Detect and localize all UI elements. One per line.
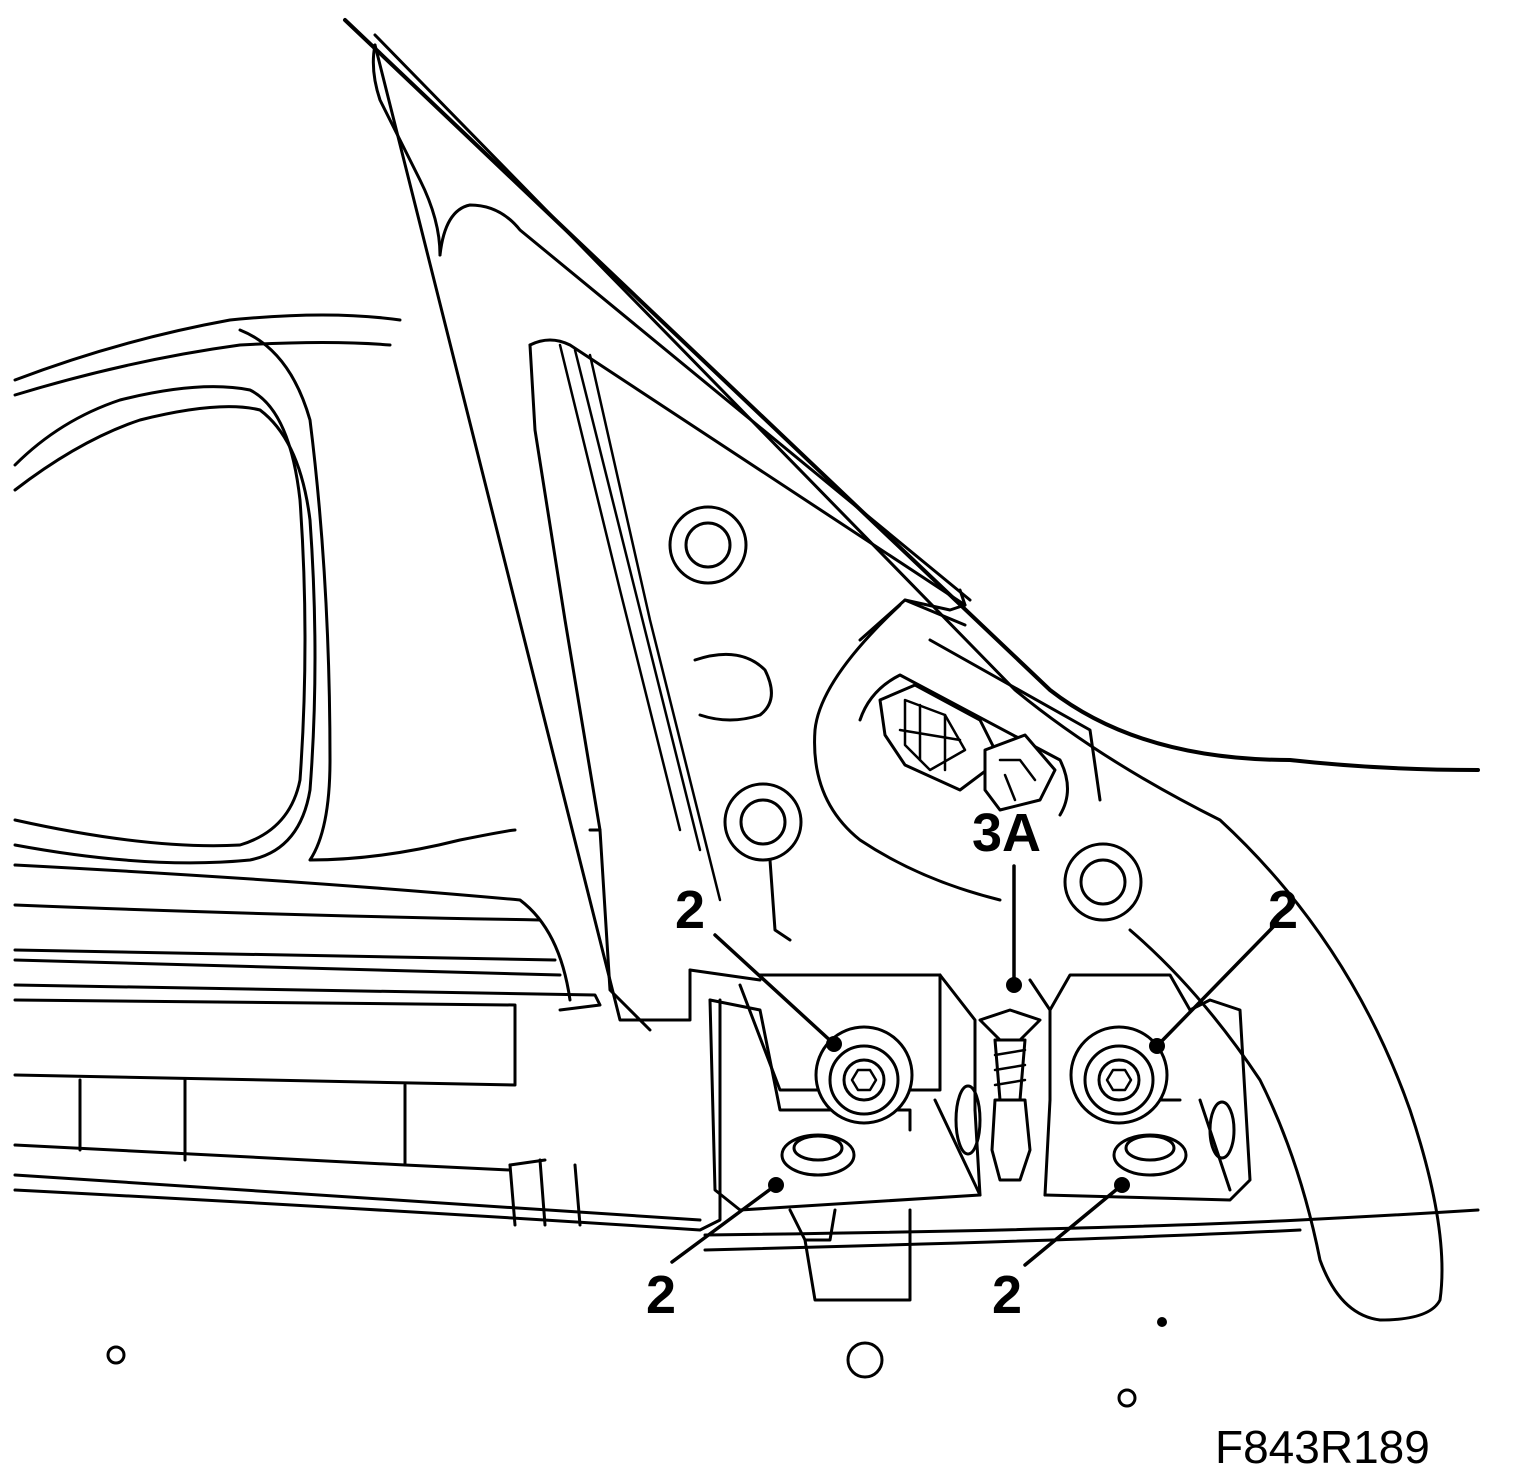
figure-code: F843R189 — [1215, 1421, 1430, 1473]
lower-nuts — [780, 1133, 1188, 1302]
callout-bolt-upper-right: 2 — [1268, 880, 1299, 940]
callout-bolt-lower-left: 2 — [646, 1265, 677, 1325]
electrical-connector — [813, 603, 1102, 902]
trim-strip — [858, 588, 967, 642]
callout-bolt-lower-right: 2 — [992, 1265, 1023, 1325]
loose-holes — [106, 1317, 1167, 1408]
door-frame — [13, 313, 1480, 1252]
mounting-holes — [668, 505, 1143, 942]
connector-screw — [954, 1008, 1236, 1182]
pillar-outer-contour — [343, 18, 1480, 1322]
leader-lines — [670, 864, 1277, 1267]
callout-connector-screw: 3A — [972, 803, 1042, 863]
upper-bolts — [814, 1025, 1169, 1125]
inner-panel — [373, 43, 967, 1032]
callout-bolt-upper-left: 2 — [675, 880, 706, 940]
lower-bracket — [708, 973, 1252, 1212]
